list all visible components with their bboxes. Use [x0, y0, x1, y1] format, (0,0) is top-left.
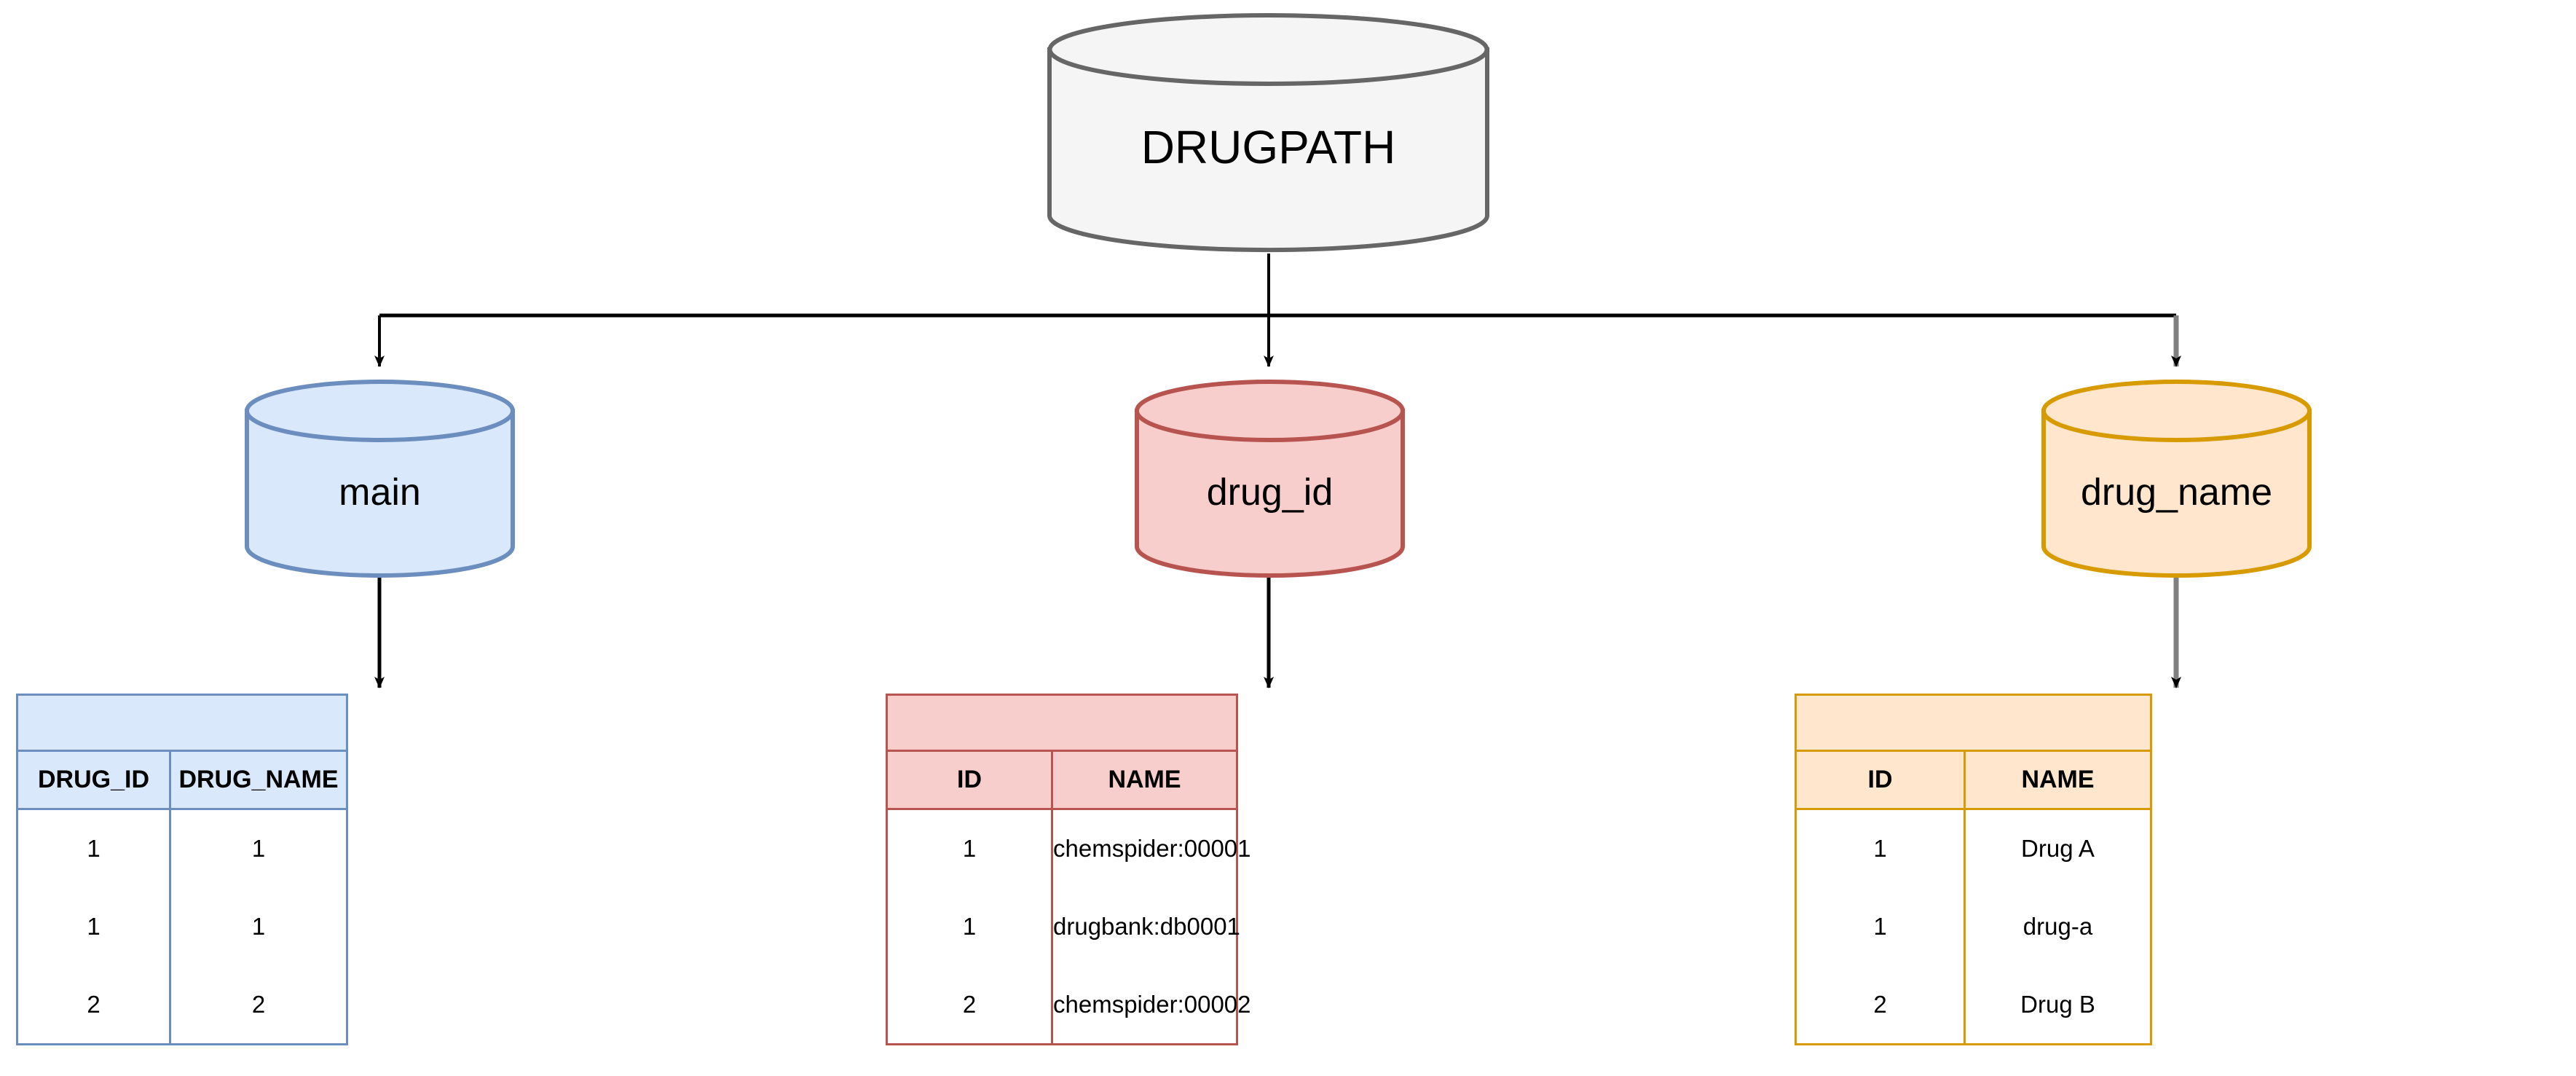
table-row: 1 drugbank:db0001: [888, 887, 1240, 966]
database-node-drug-name[interactable]: drug_name: [2041, 380, 2312, 578]
table-main-column-header-1: DRUG_NAME: [178, 766, 339, 793]
table-row: 2 Drug B: [1797, 965, 2150, 1044]
table-cell: chemspider:00002: [1053, 990, 1251, 1018]
table-cell: 2: [888, 965, 1053, 1044]
table-cell: 2: [18, 965, 171, 1044]
table-main-column-header-0: DRUG_ID: [18, 752, 171, 808]
table-drug-name-column-header-1: NAME: [2021, 766, 2095, 793]
table-drug-id-column-header-1: NAME: [1108, 766, 1181, 793]
table-main-header-row: DRUG_ID DRUG_NAME: [18, 752, 346, 810]
table-main-body: 1 1 1 1 2 2: [18, 810, 346, 1044]
table-cell: Drug A: [2021, 835, 2095, 863]
table-row: 1 chemspider:00001: [888, 810, 1251, 888]
table-cell: 1: [888, 887, 1053, 966]
table-cell: Drug B: [2020, 990, 2095, 1018]
database-node-drugpath-label: DRUGPATH: [1141, 121, 1396, 173]
table-cell: 1: [18, 810, 171, 888]
database-node-main[interactable]: main: [245, 380, 515, 578]
table-cell: 2: [251, 990, 266, 1018]
table-main-title: [18, 696, 346, 752]
database-node-drug-id-label: drug_id: [1206, 471, 1334, 514]
table-cell: 2: [1797, 965, 1966, 1044]
table-drug-name-column-header-0: ID: [1797, 752, 1966, 808]
table-row: 1 1: [18, 887, 346, 966]
table-cell: 1: [18, 887, 171, 966]
database-node-drug-id[interactable]: drug_id: [1135, 380, 1405, 578]
table-cell: chemspider:00001: [1053, 835, 1251, 863]
table-main[interactable]: DRUG_ID DRUG_NAME 1 1 1 1 2 2: [16, 694, 348, 1045]
table-drug-id-header-row: ID NAME: [888, 752, 1236, 810]
table-row: 1 1: [18, 810, 346, 888]
table-row: 1 Drug A: [1797, 810, 2150, 888]
table-drug-name[interactable]: ID NAME 1 Drug A 1 drug-a 2 Drug B: [1795, 694, 2152, 1045]
table-cell: 1: [888, 810, 1053, 888]
database-node-drug-name-label: drug_name: [2080, 471, 2273, 514]
table-drug-id-body: 1 chemspider:00001 1 drugbank:db0001 2 c…: [888, 810, 1251, 1044]
table-cell: drug-a: [2022, 913, 2093, 940]
cylinder-shape: [245, 380, 515, 578]
table-drug-name-body: 1 Drug A 1 drug-a 2 Drug B: [1797, 810, 2150, 1044]
table-drug-name-title: [1797, 696, 2150, 752]
table-cell: 1: [1797, 887, 1966, 966]
table-cell: 1: [251, 913, 266, 940]
table-row: 2 2: [18, 965, 346, 1044]
cylinder-shape: [1047, 13, 1489, 253]
table-drug-name-header-row: ID NAME: [1797, 752, 2150, 810]
table-drug-id-title: [888, 696, 1236, 752]
database-node-drugpath[interactable]: DRUGPATH: [1047, 13, 1489, 253]
database-node-main-label: main: [339, 471, 421, 514]
table-row: 1 drug-a: [1797, 887, 2150, 966]
cylinder-shape: [1135, 380, 1405, 578]
table-drug-id-column-header-0: ID: [888, 752, 1053, 808]
table-drug-id[interactable]: ID NAME 1 chemspider:00001 1 drugbank:db…: [886, 694, 1251, 1045]
table-cell: 1: [1797, 810, 1966, 888]
table-cell: 1: [251, 835, 266, 863]
cylinder-shape: [2041, 380, 2312, 578]
table-cell: drugbank:db0001: [1053, 913, 1240, 940]
table-row: 2 chemspider:00002: [888, 965, 1251, 1044]
